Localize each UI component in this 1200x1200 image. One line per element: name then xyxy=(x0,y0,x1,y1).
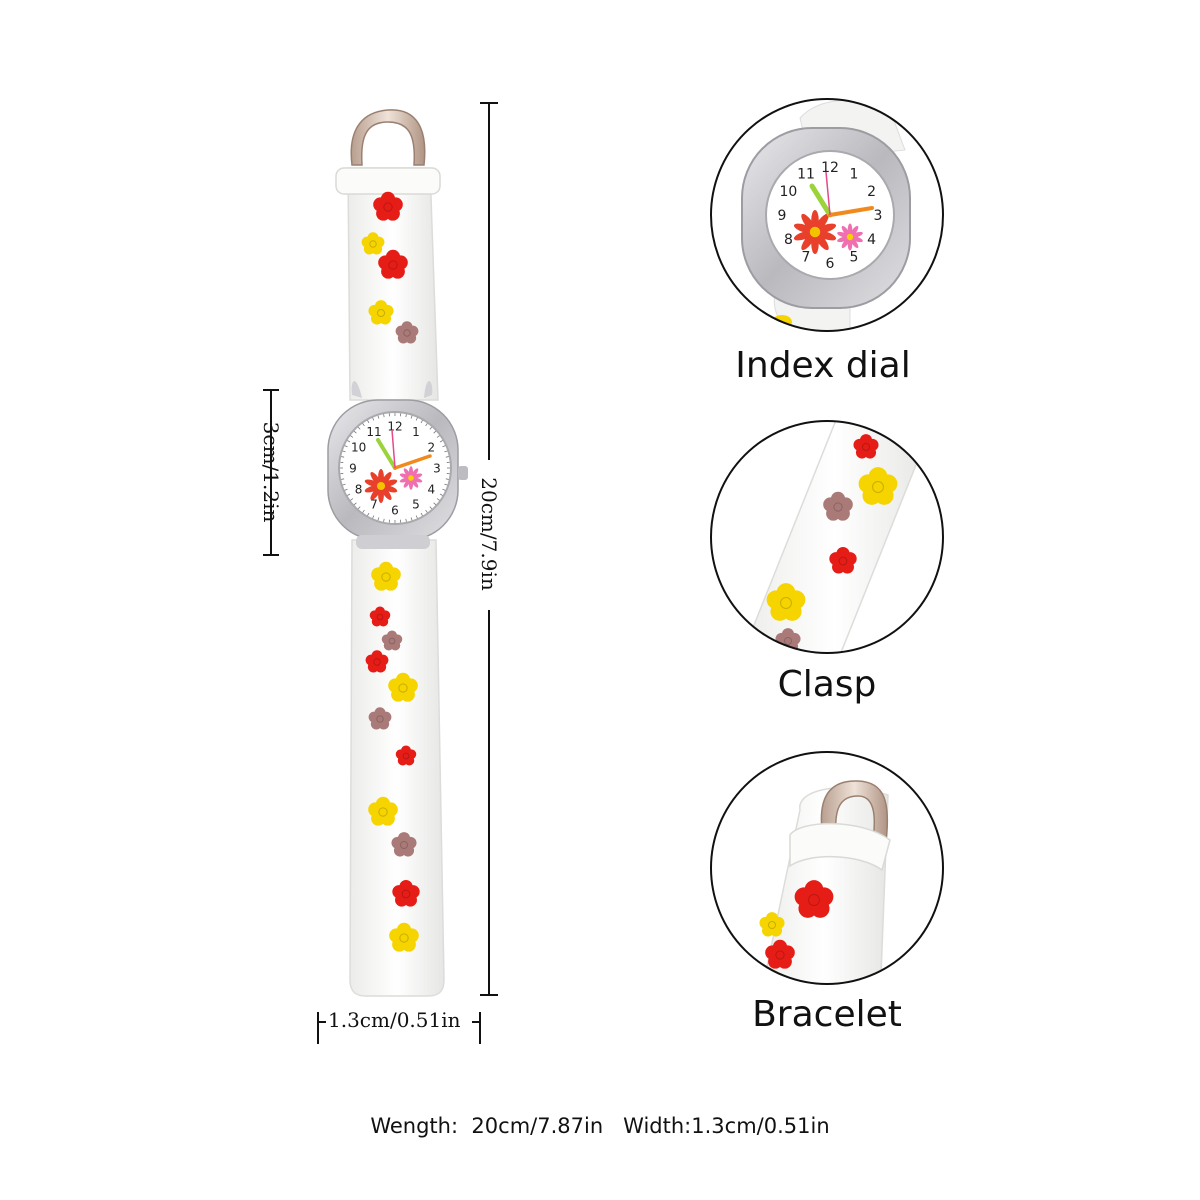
strap-flower xyxy=(823,491,853,521)
dial-numeral: 4 xyxy=(867,232,876,248)
strap-keeper xyxy=(335,167,441,195)
specs-line: Wength: 20cm/7.87in Width:1.3cm/0.51in xyxy=(0,1114,1200,1138)
strap-flower xyxy=(365,650,389,673)
strap-flower xyxy=(388,672,418,702)
dial-numeral: 9 xyxy=(349,461,357,475)
dial-numeral: 12 xyxy=(387,419,402,433)
dial-numeral: 3 xyxy=(433,461,441,475)
dial-numeral: 2 xyxy=(867,184,876,200)
strap-flower xyxy=(395,745,417,766)
width-label: Width: xyxy=(623,1114,692,1138)
strap-flower xyxy=(759,912,785,937)
dial-numeral: 7 xyxy=(370,498,378,512)
strap-flower xyxy=(765,939,795,969)
dial-numeral: 11 xyxy=(366,425,381,439)
callout-clasp-image xyxy=(710,420,944,654)
strap-flower xyxy=(794,880,834,918)
dial-numeral: 1 xyxy=(850,166,859,182)
dial-numeral: 5 xyxy=(412,498,420,512)
dial-numeral: 6 xyxy=(826,256,835,272)
strap-flower xyxy=(829,546,857,574)
strap-flower xyxy=(369,606,391,627)
strap-flower xyxy=(858,467,898,505)
dial-numeral: 11 xyxy=(797,166,815,182)
case-size-label: 3cm/1.2in xyxy=(259,421,283,523)
dial-numeral: 3 xyxy=(874,208,883,224)
strap-flower xyxy=(361,232,385,255)
strap-flower xyxy=(368,707,392,730)
dial-flower-pink xyxy=(399,466,423,490)
dial-numeral: 10 xyxy=(780,184,798,200)
dial-numeral: 4 xyxy=(428,482,436,496)
dial-numeral: 6 xyxy=(391,503,399,517)
strap-flower xyxy=(766,583,806,621)
strap-flower xyxy=(378,249,408,279)
lower-strap xyxy=(349,539,445,997)
strap-flower xyxy=(373,191,403,221)
dial-numeral: 9 xyxy=(778,208,787,224)
strap-width-label: 1.3cm/0.51in xyxy=(328,1008,461,1032)
dial-numeral: 2 xyxy=(428,440,436,454)
dial-numeral: 10 xyxy=(351,440,366,454)
dial-numeral: 7 xyxy=(802,250,811,266)
strap-flower xyxy=(381,630,403,651)
strap-flowers xyxy=(361,191,420,952)
callout-bracelet-image xyxy=(710,751,944,985)
callout-label-bracelet: Bracelet xyxy=(752,994,902,1035)
strap-flower xyxy=(392,879,420,907)
strap-flower xyxy=(371,561,401,591)
length-value: 20cm/7.87in xyxy=(471,1114,604,1138)
strap-flower xyxy=(395,321,419,344)
strap-length-label: 20cm/7.9in xyxy=(477,477,501,591)
strap-flower xyxy=(391,832,417,857)
width-value: 1.3cm/0.51in xyxy=(691,1114,830,1138)
dial-numeral: 12 xyxy=(821,160,839,176)
strap-flower xyxy=(389,922,419,952)
length-label: Wength: xyxy=(370,1114,459,1138)
strap-flower xyxy=(853,434,879,459)
strap-flower xyxy=(368,300,394,325)
buckle xyxy=(350,109,426,166)
callout-label-index-dial: Index dial xyxy=(735,345,911,386)
callout-label-clasp: Clasp xyxy=(777,664,877,705)
dimension-lines xyxy=(263,102,498,1044)
dial-numeral: 8 xyxy=(784,232,793,248)
dial-numeral: 5 xyxy=(850,250,859,266)
dial-numeral: 1 xyxy=(412,425,420,439)
dial-flower-red xyxy=(364,468,398,504)
strap-flower xyxy=(368,796,398,826)
dial-numeral: 8 xyxy=(355,482,363,496)
